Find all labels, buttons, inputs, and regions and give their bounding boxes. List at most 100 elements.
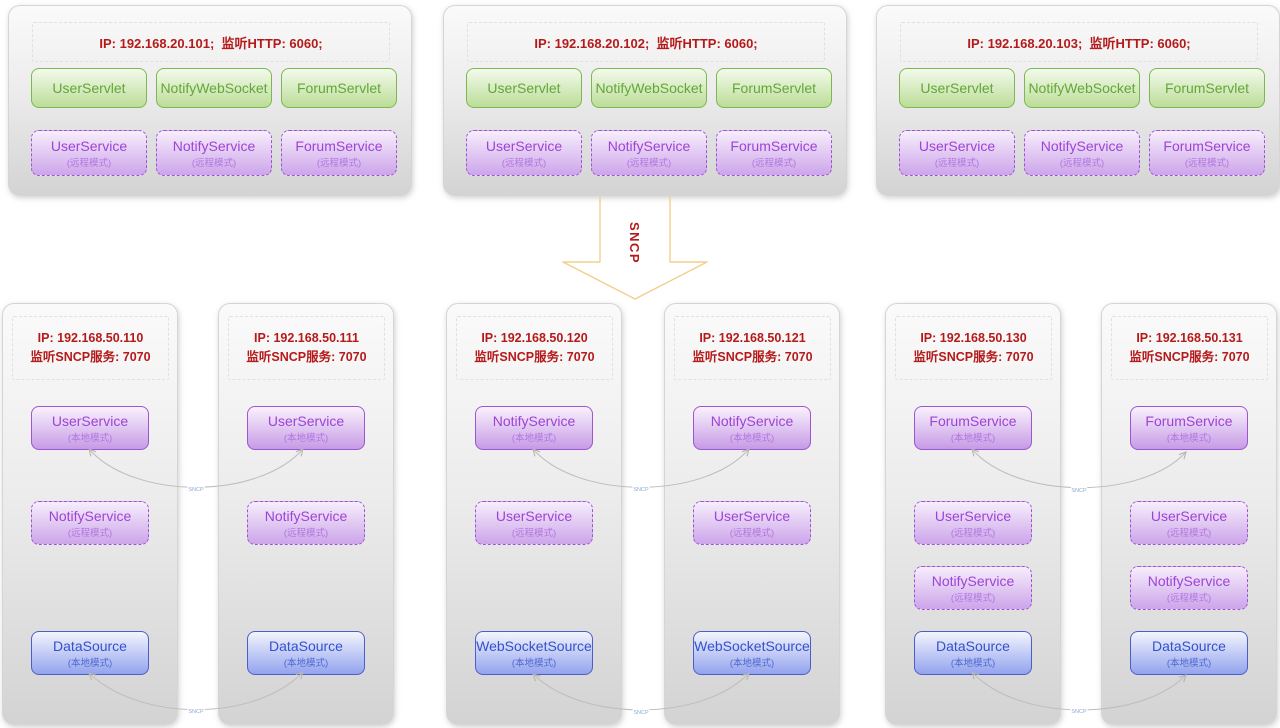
ip-line: IP: 192.168.50.121 [699, 331, 806, 345]
service-name: DataSource [53, 637, 127, 654]
service-row: UserService (远程模式) NotifyService (远程模式) … [466, 130, 832, 176]
service-mode: (远程模式) [191, 157, 237, 169]
service-mode: (远程模式) [729, 527, 775, 539]
service-mode: (本地模式) [1166, 432, 1212, 444]
servlet-box: UserServlet [899, 68, 1015, 108]
service-mode: (远程模式) [283, 527, 329, 539]
sncp-server-box-121: IP: 192.168.50.121 监听SNCP服务: 7070 Notify… [664, 303, 840, 725]
service-name: ForumService [730, 137, 818, 154]
service-mode: (远程模式) [67, 527, 113, 539]
servlet-row: UserServlet NotifyWebSocket ForumServlet [899, 68, 1265, 108]
ip-line: 监听SNCP服务: 7070 [30, 350, 151, 364]
ip-line: IP: 192.168.50.110 [37, 331, 144, 345]
service-box-remote: UserService (远程模式) [914, 501, 1032, 545]
service-mode: (远程模式) [1184, 157, 1230, 169]
service-mode: (本地模式) [67, 432, 113, 444]
ip-line: 监听SNCP服务: 7070 [913, 350, 1034, 364]
service-name: UserService [485, 137, 563, 154]
sncp-flow-arrow [562, 196, 708, 300]
service-mode: (远程模式) [1166, 527, 1212, 539]
servlet-box: NotifyWebSocket [1024, 68, 1140, 108]
service-name: NotifyService [172, 137, 256, 154]
http-server-box-102: IP: 192.168.20.102; 监听HTTP: 6060; UserSe… [443, 5, 847, 196]
service-mode: (本地模式) [950, 657, 996, 669]
server-ip-label: IP: 192.168.50.121 监听SNCP服务: 7070 [674, 316, 831, 380]
servlet-box: UserServlet [31, 68, 147, 108]
service-mode: (本地模式) [67, 657, 113, 669]
service-name: UserService [918, 137, 996, 154]
http-server-box-103: IP: 192.168.20.103; 监听HTTP: 6060; UserSe… [876, 5, 1280, 196]
service-name: NotifyService [492, 412, 576, 429]
service-name: ForumService [1163, 137, 1251, 154]
ip-line: IP: 192.168.50.130 [920, 331, 1027, 345]
service-row: UserService (远程模式) NotifyService (远程模式) … [899, 130, 1265, 176]
service-box-remote: NotifyService (远程模式) [247, 501, 365, 545]
service-box-remote: ForumService (远程模式) [1149, 130, 1265, 176]
service-name: NotifyService [1147, 572, 1231, 589]
service-name: NotifyService [1040, 137, 1124, 154]
ip-line: 监听SNCP服务: 7070 [246, 350, 367, 364]
service-box-local: NotifyService (本地模式) [693, 406, 811, 450]
connector-label: SNCP [188, 487, 204, 493]
server-ip-label: IP: 192.168.20.101; 监听HTTP: 6060; [32, 22, 390, 62]
service-box-remote: UserService (远程模式) [693, 501, 811, 545]
servlet-row: UserServlet NotifyWebSocket ForumServlet [466, 68, 832, 108]
service-name: UserService [934, 507, 1012, 524]
service-mode: (远程模式) [626, 157, 672, 169]
ip-line: IP: 192.168.50.120 [481, 331, 588, 345]
service-mode: (远程模式) [751, 157, 797, 169]
sncp-server-box-111: IP: 192.168.50.111 监听SNCP服务: 7070 UserSe… [218, 303, 394, 725]
service-box-remote: NotifyService (远程模式) [1130, 566, 1248, 610]
service-name: WebSocketSource [476, 637, 592, 654]
service-mode: (远程模式) [934, 157, 980, 169]
service-box-local: UserService (本地模式) [247, 406, 365, 450]
service-box-remote: UserService (远程模式) [475, 501, 593, 545]
connector-label: SNCP [1071, 488, 1087, 494]
service-name: NotifyService [931, 572, 1015, 589]
servlet-row: UserServlet NotifyWebSocket ForumServlet [31, 68, 397, 108]
websocketsource-box: WebSocketSource (本地模式) [475, 631, 593, 675]
sncp-arrow-label: SNCP [627, 222, 642, 264]
datasource-box: DataSource (本地模式) [31, 631, 149, 675]
service-name: ForumService [295, 137, 383, 154]
datasource-box: DataSource (本地模式) [914, 631, 1032, 675]
sncp-server-box-120: IP: 192.168.50.120 监听SNCP服务: 7070 Notify… [446, 303, 622, 725]
servlet-box: ForumServlet [1149, 68, 1265, 108]
server-ip-label: IP: 192.168.50.111 监听SNCP服务: 7070 [228, 316, 385, 380]
http-server-box-101: IP: 192.168.20.101; 监听HTTP: 6060; UserSe… [8, 5, 412, 196]
service-name: DataSource [936, 637, 1010, 654]
service-box-local: NotifyService (本地模式) [475, 406, 593, 450]
service-mode: (远程模式) [511, 527, 557, 539]
ip-line: 监听SNCP服务: 7070 [474, 350, 595, 364]
service-mode: (本地模式) [283, 432, 329, 444]
servlet-box: NotifyWebSocket [591, 68, 707, 108]
connector-label: SNCP [633, 487, 649, 493]
service-name: NotifyService [607, 137, 691, 154]
service-name: DataSource [269, 637, 343, 654]
service-mode: (本地模式) [511, 657, 557, 669]
service-box-remote: NotifyService (远程模式) [156, 130, 272, 176]
ip-line: 监听SNCP服务: 7070 [1129, 350, 1250, 364]
service-box-remote: UserService (远程模式) [31, 130, 147, 176]
service-name: UserService [1150, 507, 1228, 524]
service-name: NotifyService [48, 507, 132, 524]
service-name: WebSocketSource [694, 637, 810, 654]
service-mode: (本地模式) [1166, 657, 1212, 669]
servlet-box: ForumServlet [716, 68, 832, 108]
service-name: UserService [495, 507, 573, 524]
service-mode: (远程模式) [316, 157, 362, 169]
service-box-remote: UserService (远程模式) [899, 130, 1015, 176]
server-ip-label: IP: 192.168.50.130 监听SNCP服务: 7070 [895, 316, 1052, 380]
service-box-local: ForumService (本地模式) [1130, 406, 1248, 450]
service-name: NotifyService [710, 412, 794, 429]
connector-label: SNCP [1071, 709, 1087, 715]
service-box-local: UserService (本地模式) [31, 406, 149, 450]
sncp-server-box-130: IP: 192.168.50.130 监听SNCP服务: 7070 ForumS… [885, 303, 1061, 725]
datasource-box: DataSource (本地模式) [1130, 631, 1248, 675]
ip-line: 监听SNCP服务: 7070 [692, 350, 813, 364]
sncp-server-box-131: IP: 192.168.50.131 监听SNCP服务: 7070 ForumS… [1101, 303, 1277, 725]
service-name: ForumService [929, 412, 1017, 429]
service-box-remote: ForumService (远程模式) [716, 130, 832, 176]
service-name: UserService [267, 412, 345, 429]
service-mode: (远程模式) [501, 157, 547, 169]
